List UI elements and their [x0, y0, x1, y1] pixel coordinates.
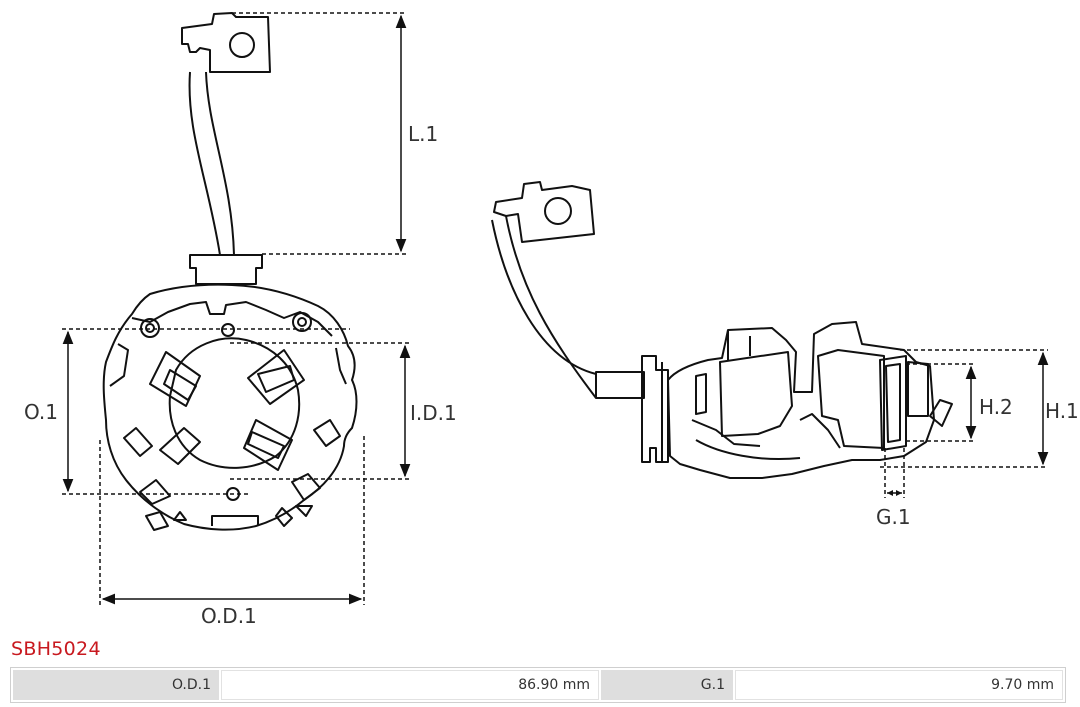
- dimension-lines-left: [62, 12, 411, 605]
- spec-table: O.D.1 86.90 mm G.1 9.70 mm: [10, 667, 1066, 703]
- spec-value: 86.90 mm: [221, 670, 599, 700]
- side-body: [667, 321, 935, 479]
- side-brush-holder-2: [817, 349, 885, 449]
- table-row: O.D.1 86.90 mm G.1 9.70 mm: [13, 670, 1063, 700]
- brush-box-4: [243, 419, 293, 471]
- terminal-lug: [181, 12, 271, 73]
- label-h2: H.2: [979, 395, 1013, 419]
- brush-box-3: [159, 427, 201, 465]
- spec-key: O.D.1: [13, 670, 219, 700]
- label-o1: O.1: [24, 400, 58, 424]
- top-view: [102, 12, 358, 531]
- side-terminal-hole: [544, 197, 572, 225]
- dimension-lines-right: [880, 349, 1049, 498]
- spec-value: 9.70 mm: [735, 670, 1063, 700]
- brush-box-1: [149, 351, 201, 407]
- terminal-hole: [229, 32, 255, 58]
- side-brush-holder-1: [719, 351, 793, 437]
- lead-wire: [188, 71, 221, 256]
- label-g1: G.1: [876, 505, 911, 529]
- label-h1: H.1: [1045, 399, 1079, 423]
- connector-block: [189, 254, 263, 285]
- brush-box-2: [247, 349, 305, 405]
- label-id1: I.D.1: [410, 401, 457, 425]
- side-lead-wire: [491, 219, 597, 375]
- spec-key: G.1: [601, 670, 733, 700]
- label-od1: O.D.1: [201, 604, 257, 628]
- side-view: [491, 181, 953, 479]
- product-code: SBH5024: [11, 638, 101, 660]
- technical-drawing: L.1 O.1 I.D.1 O.D.1: [24, 12, 1079, 628]
- label-l1: L.1: [408, 122, 438, 146]
